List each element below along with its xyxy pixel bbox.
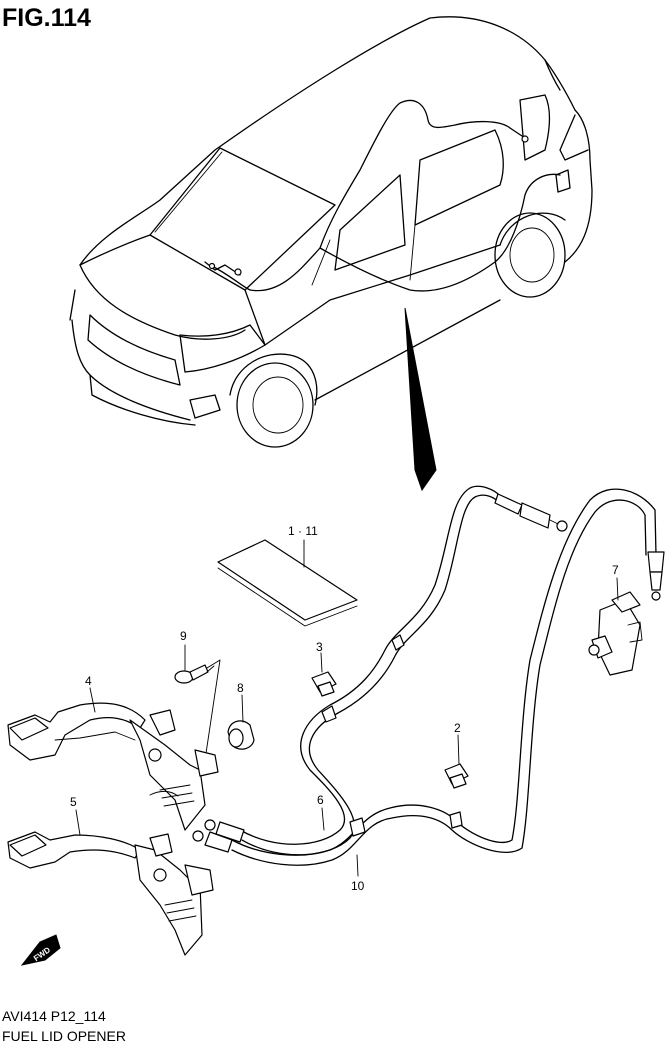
pointer-arrow xyxy=(404,307,437,492)
part-1-11-pad xyxy=(217,539,358,621)
diagram-name: FUEL LID OPENER xyxy=(2,1028,126,1044)
callout-10: 10 xyxy=(351,879,365,893)
callout-6: 6 xyxy=(317,793,324,807)
part-4-lever xyxy=(7,687,219,831)
fwd-direction-marker: FWD xyxy=(20,934,61,966)
callout-1-11: 1 · 11 xyxy=(288,524,318,538)
callout-9: 9 xyxy=(180,629,187,643)
callout-3: 3 xyxy=(316,640,323,654)
diagram-code: AVI414 P12_114 xyxy=(2,1008,106,1024)
vehicle-outline xyxy=(69,16,593,448)
callout-7: 7 xyxy=(612,563,619,577)
part-6-10-cables xyxy=(192,485,665,877)
part-3-clip xyxy=(311,652,337,697)
callout-2: 2 xyxy=(454,721,461,735)
part-9-screw xyxy=(174,644,221,761)
callout-5: 5 xyxy=(70,795,77,809)
part-8-cap xyxy=(227,694,255,750)
part-5-lever xyxy=(7,809,214,956)
part-7-actuator xyxy=(588,577,643,676)
part-2-clip xyxy=(444,734,469,789)
figure-title: FIG.114 xyxy=(2,4,91,32)
callout-8: 8 xyxy=(237,681,244,695)
callout-4: 4 xyxy=(85,674,92,688)
